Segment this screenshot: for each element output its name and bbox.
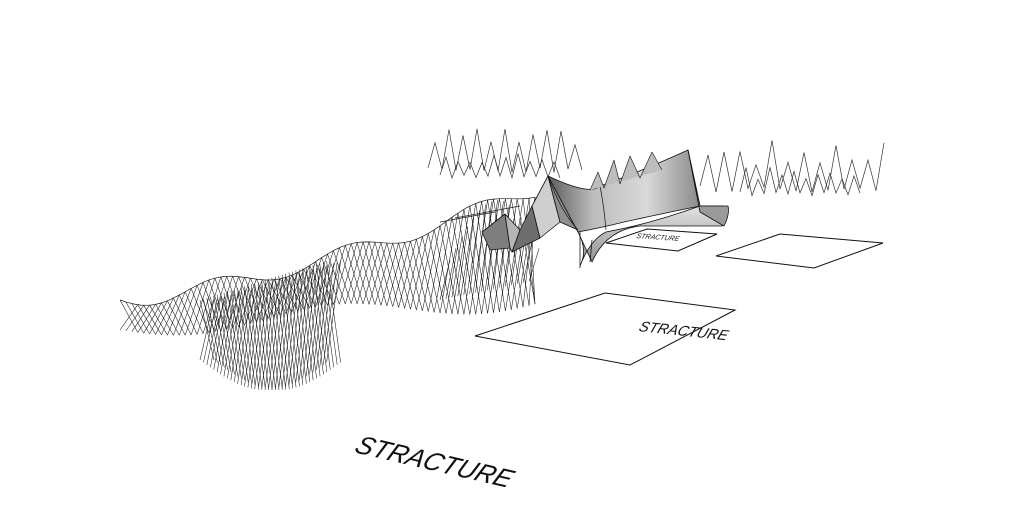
shaded-shell-structure (481, 149, 729, 268)
small-floor-plate (605, 228, 718, 252)
small-plate-label: STRACTURE (635, 232, 680, 243)
connector-lines (439, 205, 521, 223)
main-label: STRACTURE (350, 430, 519, 493)
background-zigzag-ridge (427, 128, 885, 197)
right-plate-label: STRACTURE (637, 320, 731, 345)
right-floor-plate (715, 233, 884, 269)
large-floor-plate (474, 292, 737, 366)
floor-plates (474, 228, 884, 366)
wireframe-lattice (119, 196, 540, 391)
